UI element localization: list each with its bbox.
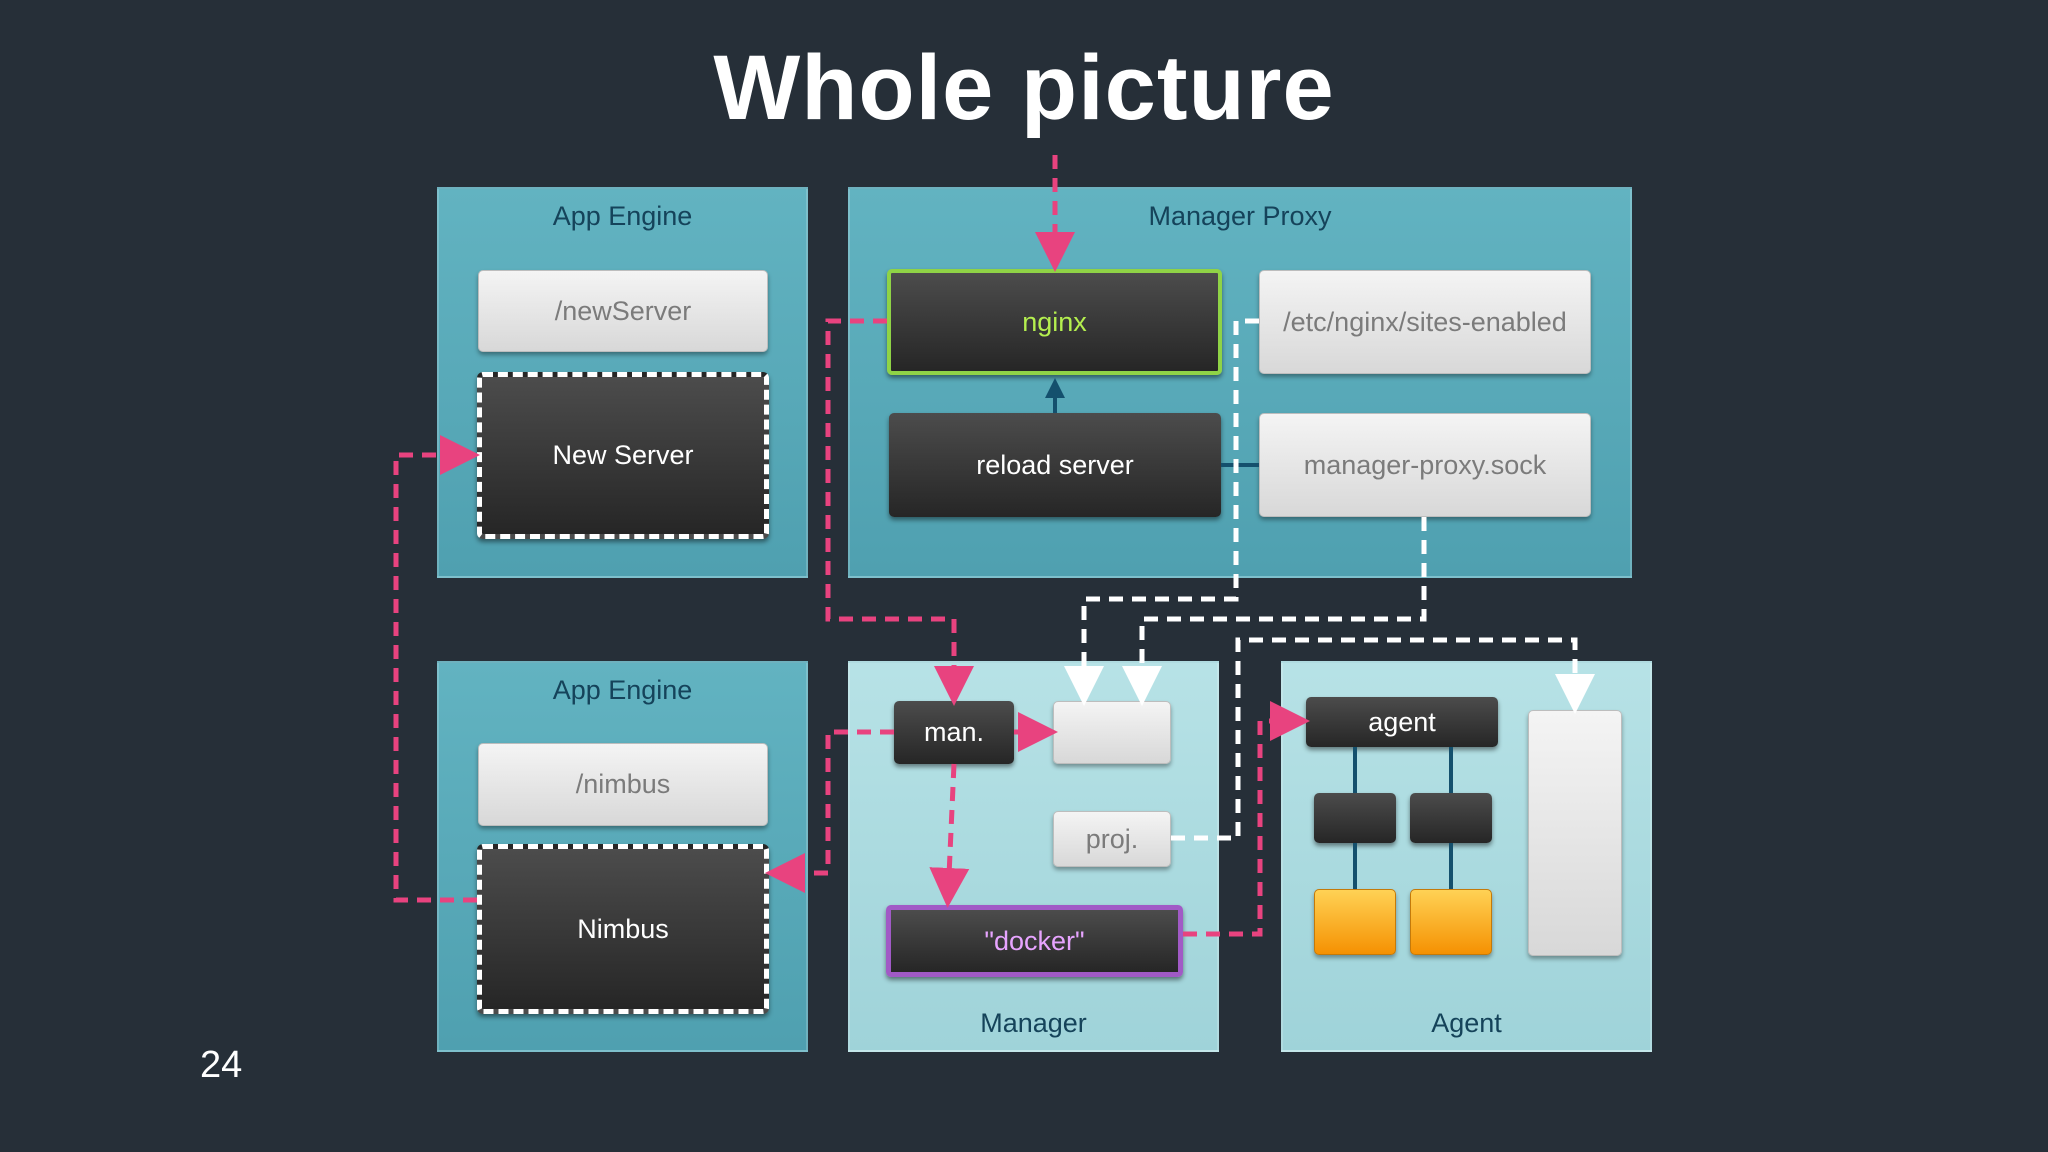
manager-proxy-label: Manager Proxy bbox=[1148, 201, 1332, 231]
new-server-endpoint-box: /newServer bbox=[478, 270, 768, 352]
sites-enabled-box: /etc/nginx/sites-enabled bbox=[1259, 270, 1591, 374]
container-left-orange bbox=[1314, 889, 1396, 955]
app-engine-top-label: App Engine bbox=[552, 201, 693, 231]
page-number: 24 bbox=[200, 1044, 243, 1086]
agent-box: agent bbox=[1306, 697, 1498, 747]
pink-dashed-links bbox=[393, 155, 1310, 937]
slide-title: Whole picture bbox=[713, 37, 1335, 139]
reload-server-box: reload server bbox=[889, 413, 1221, 517]
man-box: man. bbox=[894, 701, 1014, 764]
app-engine-bottom-label: App Engine bbox=[552, 675, 693, 705]
solid-links bbox=[1045, 378, 1453, 889]
new-server-box: New Server bbox=[477, 372, 769, 539]
proxy-sock-box: manager-proxy.sock bbox=[1259, 413, 1591, 517]
proj-box: proj. bbox=[1053, 811, 1171, 867]
agent-label: Agent bbox=[1431, 1008, 1502, 1038]
manager-placeholder-box bbox=[1053, 701, 1171, 764]
nimbus-endpoint-box: /nimbus bbox=[478, 743, 768, 826]
agent-storage-box bbox=[1528, 710, 1622, 956]
agent-container-left-box bbox=[1314, 793, 1396, 843]
agent-container-right-box bbox=[1410, 793, 1492, 843]
container-right-orange bbox=[1410, 889, 1492, 955]
docker-box: "docker" bbox=[886, 905, 1183, 977]
manager-label: Manager bbox=[980, 1008, 1087, 1038]
white-dashed-links bbox=[1064, 318, 1595, 841]
nimbus-box: Nimbus bbox=[477, 844, 769, 1014]
